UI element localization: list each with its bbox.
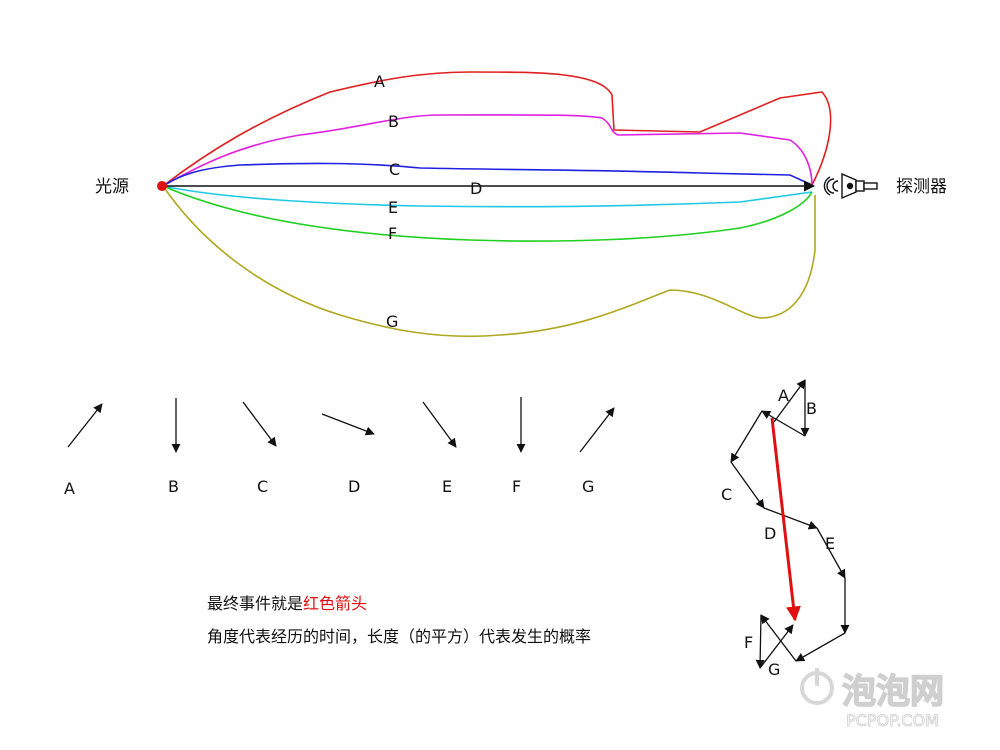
phase-arrow-g — [579, 407, 615, 453]
chain-arrow-e — [816, 527, 846, 579]
chain-arrow-g — [795, 632, 846, 662]
light-source-dot — [157, 181, 167, 191]
arrow-label-g: G — [582, 477, 594, 496]
arrow-label-a: A — [64, 479, 75, 498]
chain-label-b: B — [806, 399, 817, 418]
path-label-e: E — [388, 198, 398, 217]
chain-arrow-a2 — [730, 410, 763, 463]
watermark: 泡泡网 PCPOP.COM — [800, 668, 945, 730]
chain-arrow-g2 — [760, 614, 797, 662]
phase-arrow-d — [321, 413, 375, 436]
path-e — [162, 185, 813, 208]
path-label-f: F — [388, 224, 397, 243]
path-g — [162, 185, 816, 338]
light-paths — [162, 71, 832, 338]
light-source-label: 光源 — [95, 177, 129, 197]
chain-labels: A B C D E F G — [721, 386, 835, 679]
path-label-g: G — [386, 312, 398, 331]
chain-label-d: D — [764, 524, 776, 543]
detector-label: 探测器 — [896, 177, 947, 197]
caption-line-1: 最终事件就是红色箭头 — [207, 590, 367, 614]
detector-icon — [823, 172, 878, 200]
chain-label-e: E — [825, 534, 835, 553]
chain-arrow-y — [759, 624, 794, 669]
chain-arrow-d — [763, 507, 818, 530]
caption-prefix: 最终事件就是 — [207, 594, 304, 613]
watermark-brand: 泡泡网 — [842, 672, 944, 712]
arrow-chain — [730, 379, 850, 669]
path-labels: A B C D E F G — [374, 72, 482, 331]
watermark-domain: PCPOP.COM — [846, 711, 939, 730]
arrow-label-e: E — [442, 477, 452, 496]
phase-arrows — [67, 397, 615, 453]
caption-line-2: 角度代表经历的时间，长度（的平方）代表发生的概率 — [207, 627, 592, 646]
arrow-label-f: F — [512, 477, 521, 496]
phase-arrow-e — [422, 401, 457, 448]
path-label-c: C — [389, 160, 400, 179]
phase-arrow-labels: A B C D E F G — [64, 477, 594, 498]
path-label-a: A — [374, 72, 385, 91]
caption-highlight: 红色箭头 — [303, 594, 368, 613]
chain-label-a: A — [778, 386, 789, 405]
chain-label-g: G — [768, 660, 780, 679]
arrow-label-d: D — [348, 477, 360, 496]
chain-label-c: C — [721, 485, 732, 504]
chain-arrow-x — [755, 614, 765, 669]
path-label-d: D — [470, 179, 482, 198]
chain-arrow-join — [761, 410, 806, 437]
phase-arrow-c — [242, 401, 277, 447]
arrow-label-b: B — [168, 477, 179, 496]
arrow-label-c: C — [257, 477, 268, 496]
phase-arrow-a — [67, 403, 103, 448]
path-label-b: B — [388, 112, 399, 131]
path-a — [162, 71, 832, 187]
chain-arrow-a — [773, 379, 806, 423]
chain-label-f: F — [744, 633, 753, 652]
result-red-arrow — [770, 417, 801, 622]
path-b — [162, 114, 813, 187]
chain-arrow-c — [730, 461, 765, 509]
path-f — [162, 185, 813, 242]
path-c — [162, 162, 813, 187]
